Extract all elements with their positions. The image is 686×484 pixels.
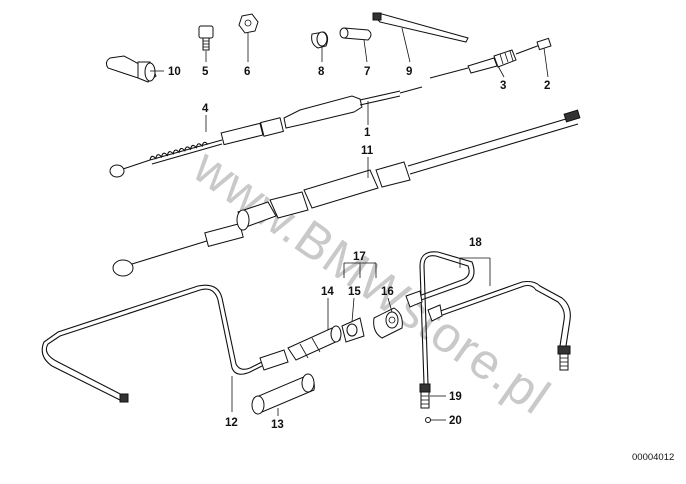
callout-20: 20: [449, 415, 462, 427]
part-cable-upper: [109, 86, 423, 178]
part-pipe-right: [405, 251, 571, 423]
callout-1: 1: [364, 127, 371, 139]
part-cable-long: [112, 109, 581, 277]
callout-16: 16: [381, 286, 394, 298]
part-tube: [287, 325, 342, 361]
callout-12: 12: [225, 417, 238, 429]
callout-19: 19: [449, 391, 462, 403]
callout-6: 6: [244, 66, 250, 78]
callout-13: 13: [271, 419, 284, 431]
part-nut: [238, 13, 259, 34]
part-bushing: [341, 317, 365, 343]
part-strap: [372, 12, 469, 43]
callout-11: 11: [361, 145, 374, 157]
callout-15: 15: [348, 286, 361, 298]
part-pipe-left: [41, 284, 289, 403]
callout-17: 17: [353, 251, 366, 263]
callout-3: 3: [500, 80, 506, 92]
callout-labels: 10 5 6 8 7 9 3 2 4 1 11 17 14 15 16 18 1…: [168, 66, 550, 431]
part-grip: [251, 373, 315, 415]
callout-2: 2: [544, 80, 550, 92]
callout-7: 7: [364, 66, 370, 78]
callout-9: 9: [406, 66, 412, 78]
part-sleeve: [339, 27, 372, 41]
leader-lines: [150, 27, 549, 421]
reference-number: 00004012: [632, 452, 674, 463]
part-grommet: [311, 31, 329, 49]
callout-14: 14: [321, 286, 334, 298]
callout-5: 5: [202, 66, 209, 78]
callout-18: 18: [469, 237, 482, 249]
part-cable-end-top: [429, 37, 552, 79]
callout-10: 10: [168, 66, 181, 78]
part-boot: [105, 55, 157, 83]
part-bolt: [198, 25, 214, 51]
callout-8: 8: [318, 66, 325, 78]
callout-4: 4: [202, 103, 209, 115]
